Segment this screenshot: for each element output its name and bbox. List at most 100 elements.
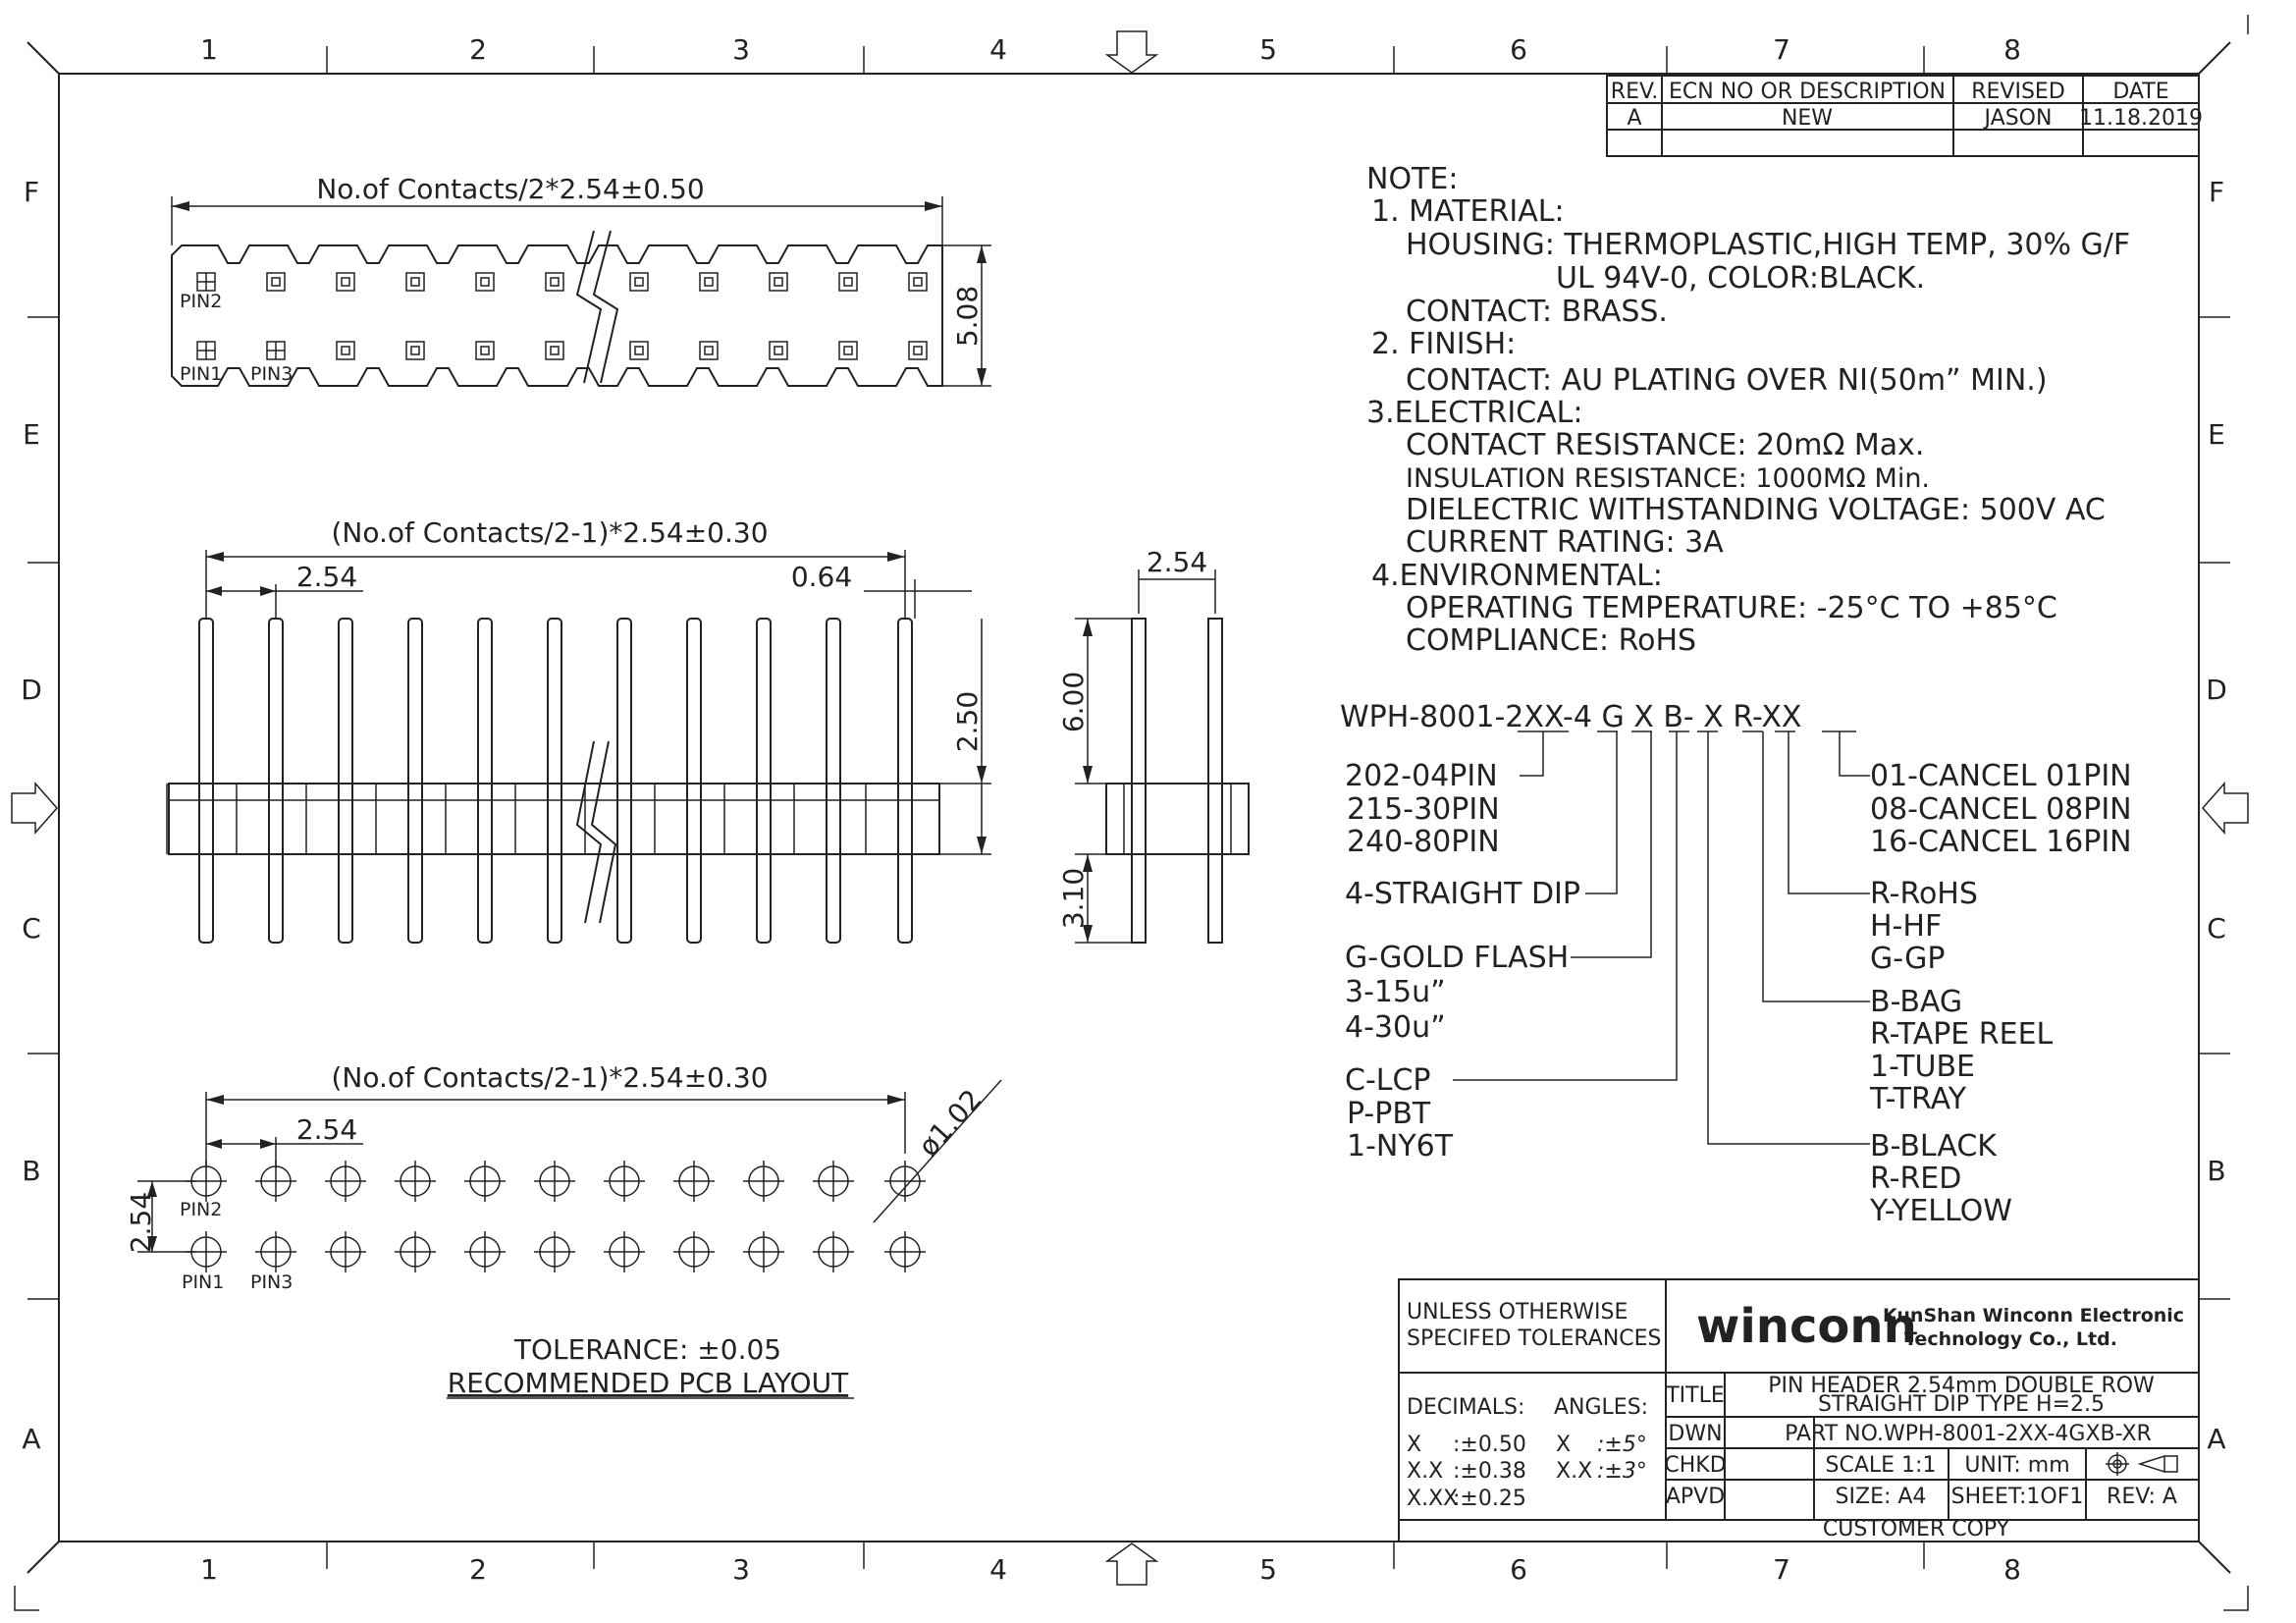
opt-rohs-3: G-GP <box>1870 942 1946 976</box>
side-upper-dim: 6.00 <box>1057 672 1090 732</box>
pcb-length-dim: (No.of Contacts/2-1)*2.54±0.30 <box>331 1061 768 1094</box>
opt-material-3: 1-NY6T <box>1347 1129 1454 1163</box>
side-lower-dim: 3.10 <box>1057 868 1090 929</box>
pcb-layout: (No.of Contacts/2-1)*2.54±0.30 2.54 2.54… <box>125 1061 1002 1399</box>
column-label-bottom: 4 <box>989 1553 1007 1586</box>
front-pitch-dim: 2.54 <box>296 561 357 593</box>
note-housing: HOUSING: THERMOPLASTIC,HIGH TEMP, 30% G/… <box>1406 228 2130 262</box>
opt-plating-1: G-GOLD FLASH <box>1345 941 1569 975</box>
pin-square-inner <box>913 346 923 355</box>
opt-cancel-3: 16-CANCEL 16PIN <box>1870 825 2132 859</box>
top-pin3-label: PIN3 <box>250 363 293 385</box>
pin-square <box>336 272 355 292</box>
opt-contacts-2: 215-30PIN <box>1347 792 1500 827</box>
pin-square <box>405 272 425 292</box>
note-finish: 2. FINISH: <box>1371 327 1516 361</box>
column-label-top: 8 <box>2003 33 2021 66</box>
pcb-row-pitch-dim: 2.54 <box>125 1192 157 1253</box>
dec-xx: X.X <box>1407 1459 1443 1484</box>
rev-header: REV. <box>1611 80 1658 104</box>
pin-square <box>629 341 649 360</box>
pin-square <box>266 272 286 292</box>
ecn-value: NEW <box>1782 106 1833 131</box>
top-length-dim: No.of Contacts/2*2.54±0.50 <box>316 173 704 205</box>
date-value: 11.18.2019 <box>2079 106 2203 131</box>
note-plating: CONTACT: AU PLATING OVER NI(50m” MIN.) <box>1406 363 2048 398</box>
customer-copy: CUSTOMER COPY <box>1823 1517 2010 1542</box>
column-label-bottom: 5 <box>1259 1553 1277 1586</box>
front-height-dim: 2.50 <box>951 691 984 752</box>
pin <box>897 618 913 944</box>
pin-square-inner <box>774 346 783 355</box>
note-insulation: INSULATION RESISTANCE: 1000MΩ Min. <box>1406 463 1930 494</box>
pin-square <box>699 272 719 292</box>
top-view: No.of Contacts/2*2.54±0.50 5.08 PIN2 PIN… <box>171 173 991 387</box>
column-label-top: 1 <box>200 33 218 66</box>
front-view: (No.of Contacts/2-1)*2.54±0.30 2.54 0.64… <box>166 516 991 944</box>
sheet: SHEET:1OF1 <box>1951 1485 2084 1509</box>
company-logo: winconn <box>1696 1299 1917 1354</box>
column-label-top: 4 <box>989 33 1007 66</box>
ang-x: X <box>1556 1433 1571 1457</box>
title-line2: STRAIGHT DIP TYPE H=2.5 <box>1818 1392 2105 1417</box>
note-contact: CONTACT: BRASS. <box>1406 295 1668 329</box>
part-code: WPH-8001-2XX-4 G X B- X R-XX <box>1340 700 1801 734</box>
ecn-header: ECN NO OR DESCRIPTION <box>1669 80 1946 104</box>
row-label-left: F <box>24 176 39 208</box>
column-label-bottom: 8 <box>2003 1553 2021 1586</box>
pin-square <box>475 272 495 292</box>
pcb-pin3-label: PIN3 <box>250 1271 293 1293</box>
opt-type-1: 4-STRAIGHT DIP <box>1345 877 1580 911</box>
opt-material-1: C-LCP <box>1345 1063 1431 1098</box>
dec-xx-value: :±0.38 <box>1453 1459 1526 1484</box>
tolerances-line2: SPECIFED TOLERANCES <box>1407 1326 1662 1351</box>
part-number-decoder: WPH-8001-2XX-4 G X B- X R-XX 202-04PIN 2… <box>1340 700 2132 1228</box>
front-length-dim: (No.of Contacts/2-1)*2.54±0.30 <box>331 516 768 549</box>
apvd-label: APVD <box>1666 1485 1725 1509</box>
pin-square <box>908 272 928 292</box>
projection-icon <box>2106 1452 2178 1476</box>
scale: SCALE 1:1 <box>1826 1453 1937 1478</box>
opt-rohs-2: H-HF <box>1870 909 1942 944</box>
pin-square <box>769 272 788 292</box>
rev: REV: A <box>2107 1485 2177 1509</box>
opt-packing-1: B-BAG <box>1870 985 1962 1019</box>
note-temperature: OPERATING TEMPERATURE: -25°C TO +85°C <box>1406 591 2057 625</box>
row-label-left: D <box>21 674 42 706</box>
chkd-label: CHKD <box>1664 1453 1726 1478</box>
opt-plating-2: 3-15u” <box>1345 975 1446 1009</box>
pin-square <box>838 272 858 292</box>
note-compliance: COMPLIANCE: RoHS <box>1406 623 1696 658</box>
pin-square-inner <box>774 277 783 287</box>
note-heading: NOTE: <box>1366 162 1458 196</box>
pin-square-inner <box>634 346 644 355</box>
note-current: CURRENT RATING: 3A <box>1406 525 1724 560</box>
note-material: 1. MATERIAL: <box>1371 194 1565 229</box>
opt-packing-3: 1-TUBE <box>1870 1050 1975 1084</box>
opt-contacts-3: 240-80PIN <box>1347 825 1500 859</box>
pin-square-inner <box>410 346 420 355</box>
column-label-bottom: 1 <box>200 1553 218 1586</box>
pin-square-inner <box>341 346 350 355</box>
note-electrical: 3.ELECTRICAL: <box>1366 396 1583 430</box>
row-label-right: B <box>2207 1155 2225 1187</box>
pin-square <box>838 341 858 360</box>
column-label-top: 5 <box>1259 33 1277 66</box>
pin <box>826 618 841 944</box>
unit: UNIT: mm <box>1964 1453 2069 1478</box>
pin-square <box>629 272 649 292</box>
date-header: DATE <box>2112 80 2168 104</box>
pin <box>756 618 772 944</box>
opt-color-2: R-RED <box>1870 1162 1961 1196</box>
pin-square-inner <box>843 346 853 355</box>
column-label-top: 2 <box>469 33 487 66</box>
pin <box>268 618 284 944</box>
row-label-left: B <box>22 1155 40 1187</box>
dec-x: X <box>1407 1433 1421 1457</box>
row-label-left: C <box>22 912 41 945</box>
pin-square-inner <box>341 277 350 287</box>
opt-packing-2: R-TAPE REEL <box>1870 1017 2054 1052</box>
opt-contacts-1: 202-04PIN <box>1345 759 1498 793</box>
